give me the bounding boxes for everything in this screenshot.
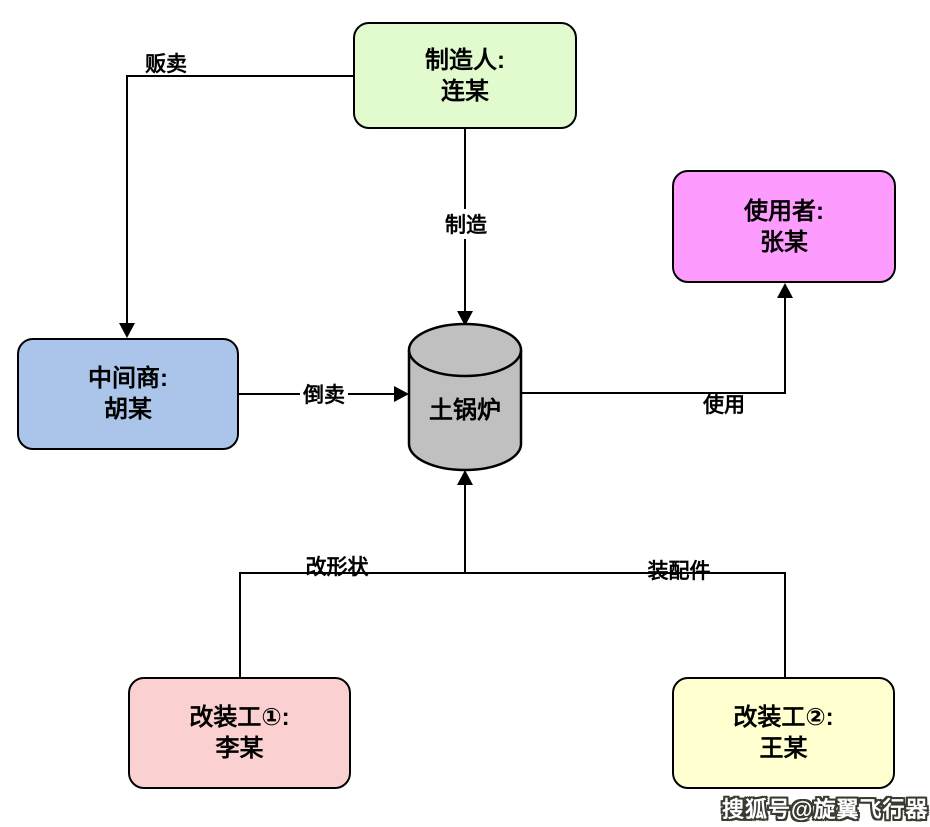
node-middleman-name: 胡某 [104, 396, 152, 423]
edge-label-resell: 倒卖 [300, 379, 348, 409]
edge-label-reshape: 改形状 [305, 556, 369, 579]
edge-use-horizontal [522, 392, 786, 394]
edge-modifiers-to-boiler-vertical [464, 483, 466, 573]
node-boiler-label: 土锅炉 [429, 397, 501, 424]
node-middleman-role: 中间商: [88, 365, 168, 392]
node-modifier1: 改装工①: 李某 [128, 677, 351, 789]
cylinder-body [407, 350, 523, 472]
edge-label-sell: 贩卖 [145, 53, 187, 76]
edge-label-fit-parts: 装配件 [647, 560, 711, 583]
edge-sell-vertical [126, 75, 128, 325]
node-manufacturer: 制造人: 连某 [353, 22, 577, 129]
node-modifier2-role: 改装工②: [733, 704, 834, 731]
arrowhead-into-boiler-top [457, 311, 473, 326]
node-middleman: 中间商: 胡某 [17, 338, 239, 450]
node-modifier2-name: 王某 [759, 735, 808, 762]
arrowhead-into-boiler-bottom [457, 470, 473, 485]
edge-modifier2-vertical [784, 572, 786, 677]
node-modifier1-role: 改装工①: [189, 704, 290, 731]
node-modifier1-name: 李某 [215, 735, 264, 762]
node-user-name: 张某 [760, 228, 808, 256]
edge-label-use: 使用 [703, 394, 745, 417]
edge-modifiers-horizontal [239, 572, 786, 574]
node-manufacturer-name: 连某 [441, 77, 489, 105]
arrowhead-into-boiler-left [394, 386, 409, 402]
node-user: 使用者: 张某 [672, 170, 896, 283]
node-manufacturer-role: 制造人: [425, 46, 505, 74]
node-boiler-cylinder-shape [407, 322, 523, 472]
arrowhead-into-user [777, 283, 793, 298]
edge-modifier1-vertical [239, 572, 241, 677]
node-user-role: 使用者: [744, 197, 824, 225]
watermark-text: 搜狐号@旋翼飞行器 [722, 797, 929, 822]
node-modifier2: 改装工②: 王某 [672, 677, 895, 789]
edge-use-vertical [784, 296, 786, 394]
edge-label-manufacture: 制造 [442, 209, 490, 239]
cylinder-top [407, 322, 523, 378]
arrowhead-into-middleman [119, 323, 135, 338]
edge-sell-horizontal [127, 75, 353, 77]
